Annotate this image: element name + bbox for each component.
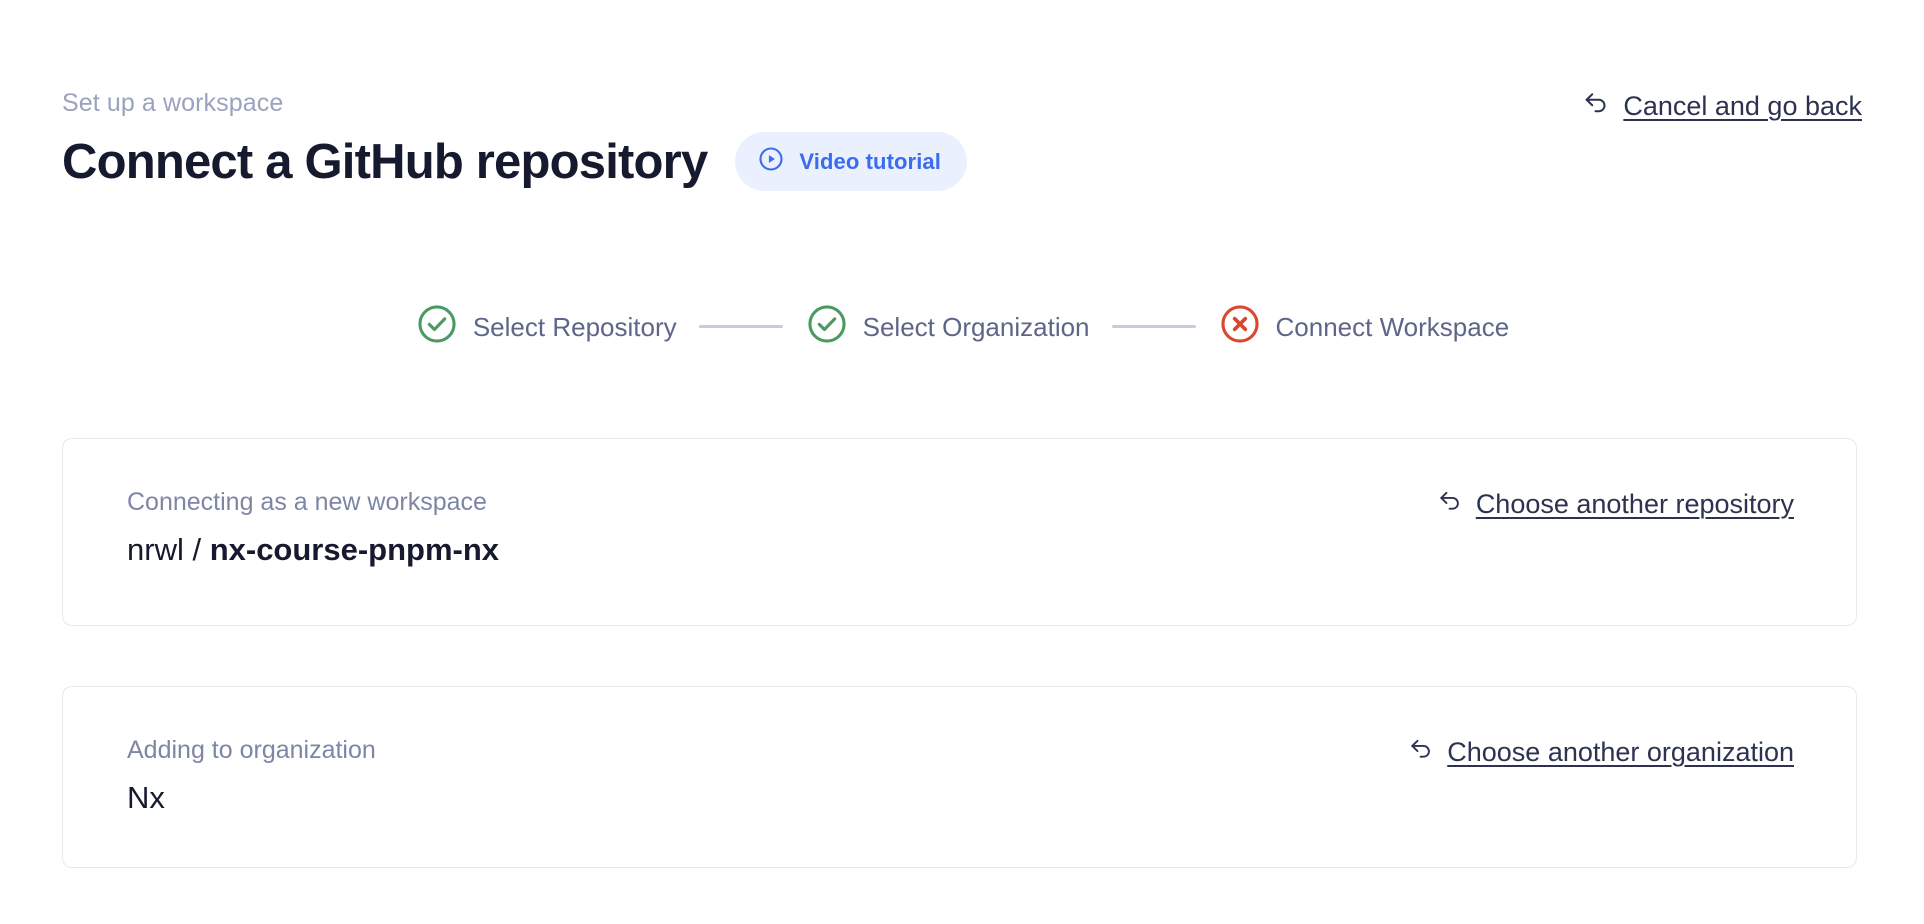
repository-summary-card: Connecting as a new workspace nrwl / nx-… (62, 438, 1857, 626)
choose-another-repository-label: Choose another repository (1475, 488, 1794, 519)
x-circle-icon (1218, 302, 1262, 351)
progress-stepper: Select Repository Select Organization Co… (0, 302, 1924, 351)
check-circle-icon (805, 302, 849, 351)
choose-another-organization-link[interactable]: Choose another organization (1407, 687, 1856, 768)
step-label: Select Repository (472, 311, 677, 342)
back-arrow-icon (1407, 735, 1435, 768)
video-tutorial-button[interactable]: Video tutorial (735, 132, 967, 191)
back-arrow-icon (1436, 487, 1464, 520)
choose-another-repository-link[interactable]: Choose another repository (1436, 439, 1856, 520)
organization-card-value: Nx (127, 780, 165, 815)
repository-card-caption: Connecting as a new workspace (127, 488, 487, 516)
repository-card-body: Connecting as a new workspace nrwl / nx-… (63, 439, 499, 569)
video-tutorial-label: Video tutorial (799, 148, 941, 174)
page-header: Set up a workspace Connect a GitHub repo… (62, 88, 1862, 191)
repository-card-value: nrwl / nx-course-pnpm-nx (127, 531, 499, 569)
choose-another-organization-label: Choose another organization (1447, 736, 1794, 767)
organization-summary-card: Adding to organization Nx Choose another… (62, 686, 1857, 868)
title-row: Connect a GitHub repository Video tutori… (62, 132, 1862, 191)
step-connect-workspace[interactable]: Connect Workspace (1218, 302, 1510, 351)
repository-owner: nrwl / (127, 532, 210, 567)
stepper-connector-2 (1111, 325, 1196, 328)
check-circle-icon (415, 302, 459, 351)
back-arrow-icon (1581, 88, 1611, 123)
organization-card-body: Adding to organization Nx (63, 687, 376, 817)
step-select-repository[interactable]: Select Repository (415, 302, 677, 351)
stepper-connector-1 (698, 325, 783, 328)
play-circle-icon (757, 145, 785, 178)
step-label: Connect Workspace (1275, 311, 1510, 342)
cancel-and-go-back-label: Cancel and go back (1623, 90, 1862, 121)
page-title: Connect a GitHub repository (62, 134, 708, 189)
step-select-organization[interactable]: Select Organization (805, 302, 1090, 351)
breadcrumb: Set up a workspace (62, 89, 284, 117)
organization-card-caption: Adding to organization (127, 736, 376, 764)
cancel-and-go-back-link[interactable]: Cancel and go back (1581, 88, 1862, 123)
repository-name: nx-course-pnpm-nx (209, 532, 500, 567)
step-label: Select Organization (862, 311, 1090, 342)
